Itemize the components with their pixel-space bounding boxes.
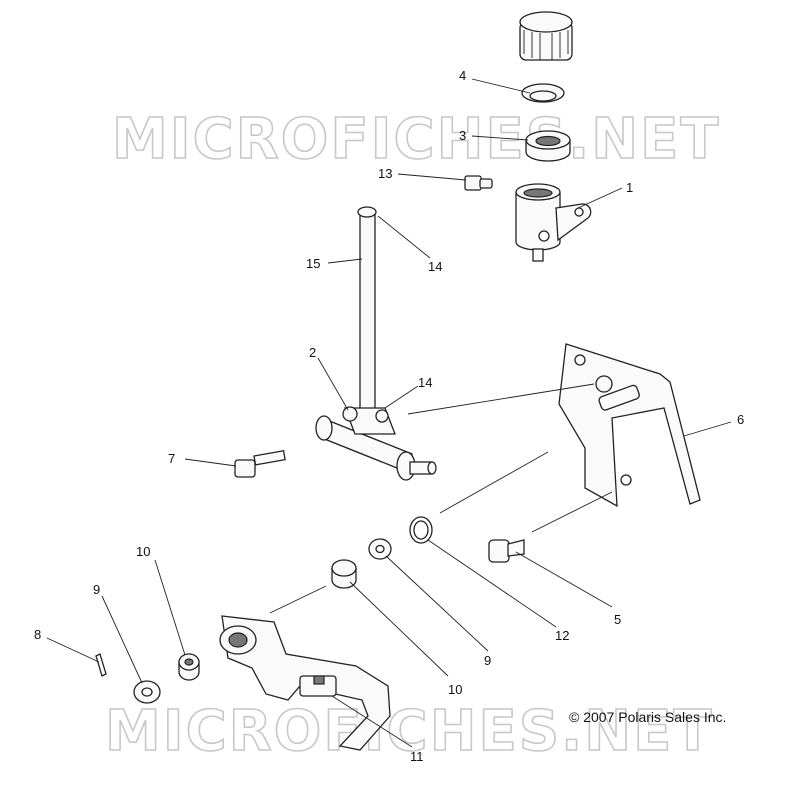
bolt-part-5 [488, 539, 525, 563]
callout-4: 4 [459, 68, 466, 83]
master-cylinder-part-1 [515, 183, 592, 262]
mounting-bracket-part-6 [558, 343, 701, 508]
callout-14-top: 14 [428, 259, 442, 274]
bolt-part-13 [464, 175, 493, 191]
callout-2: 2 [309, 345, 316, 360]
copyright-notice: © 2007 Polaris Sales Inc. [569, 709, 726, 725]
pushrod-part-15 [357, 206, 377, 413]
callout-3: 3 [459, 128, 466, 143]
callout-12: 12 [555, 628, 569, 643]
callout-14-bottom: 14 [418, 375, 432, 390]
callout-10-right: 10 [448, 682, 462, 697]
watermark-bottom: MICROFICHES.NET [105, 699, 714, 764]
brake-pedal-part-11 [219, 615, 391, 751]
cotter-pin-part-8 [95, 653, 107, 677]
callout-13: 13 [378, 166, 392, 181]
spring-clip-part-12 [409, 516, 433, 544]
callout-11: 11 [410, 749, 424, 764]
callout-9-right: 9 [484, 653, 491, 668]
brake-pivot-part-2 [315, 406, 437, 481]
callout-9-left: 9 [93, 582, 100, 597]
bushing-part-10-right [331, 559, 357, 589]
callout-6: 6 [737, 412, 744, 427]
callout-15: 15 [306, 256, 320, 271]
reservoir-cap [519, 11, 573, 61]
seal-part-3 [525, 130, 571, 162]
washer-part-9-right [368, 538, 392, 560]
callout-1: 1 [626, 180, 633, 195]
callout-7: 7 [168, 451, 175, 466]
watermark-top: MICROFICHES.NET [112, 107, 721, 172]
washer-part-9-left [133, 680, 161, 704]
callout-10-left: 10 [136, 544, 150, 559]
callout-5: 5 [614, 612, 621, 627]
diaphragm-part-4 [521, 83, 565, 103]
leader-lines [46, 78, 732, 748]
bolt-part-7 [234, 450, 286, 478]
callout-8: 8 [34, 627, 41, 642]
bushing-part-10-left [178, 653, 200, 681]
callouts: 4 3 13 1 15 14 2 14 6 7 10 9 5 8 12 9 10… [34, 68, 744, 764]
